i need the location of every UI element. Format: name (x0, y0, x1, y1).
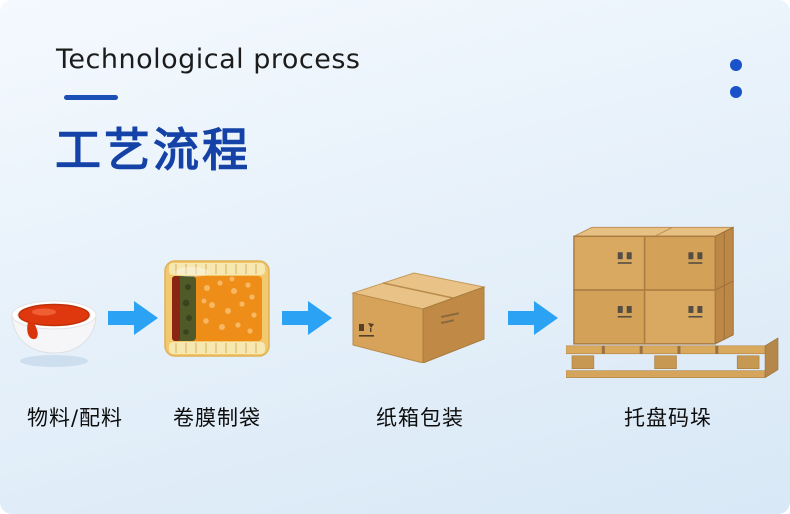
pallet-stack-icon (566, 224, 780, 388)
step-label-materials: 物料/配料 (26, 406, 124, 430)
page-title-en: Technological process (56, 44, 361, 75)
step-label-palletizing: 托盘码垛 (624, 406, 712, 430)
accent-dash (64, 95, 118, 100)
decor-dot-icon (730, 59, 742, 71)
decor-dot-icon (730, 86, 742, 98)
flow-arrow-icon (282, 299, 332, 335)
film-pouch-icon (162, 255, 272, 362)
flow-arrow-icon (508, 299, 558, 335)
page-title-zh: 工艺流程 (55, 123, 251, 177)
sauce-bowl-icon (6, 281, 106, 369)
carton-box-icon (343, 260, 493, 363)
step-label-carton-packing: 纸箱包装 (376, 406, 464, 430)
step-label-bag-making: 卷膜制袋 (173, 406, 261, 430)
flow-arrow-icon (108, 299, 158, 335)
